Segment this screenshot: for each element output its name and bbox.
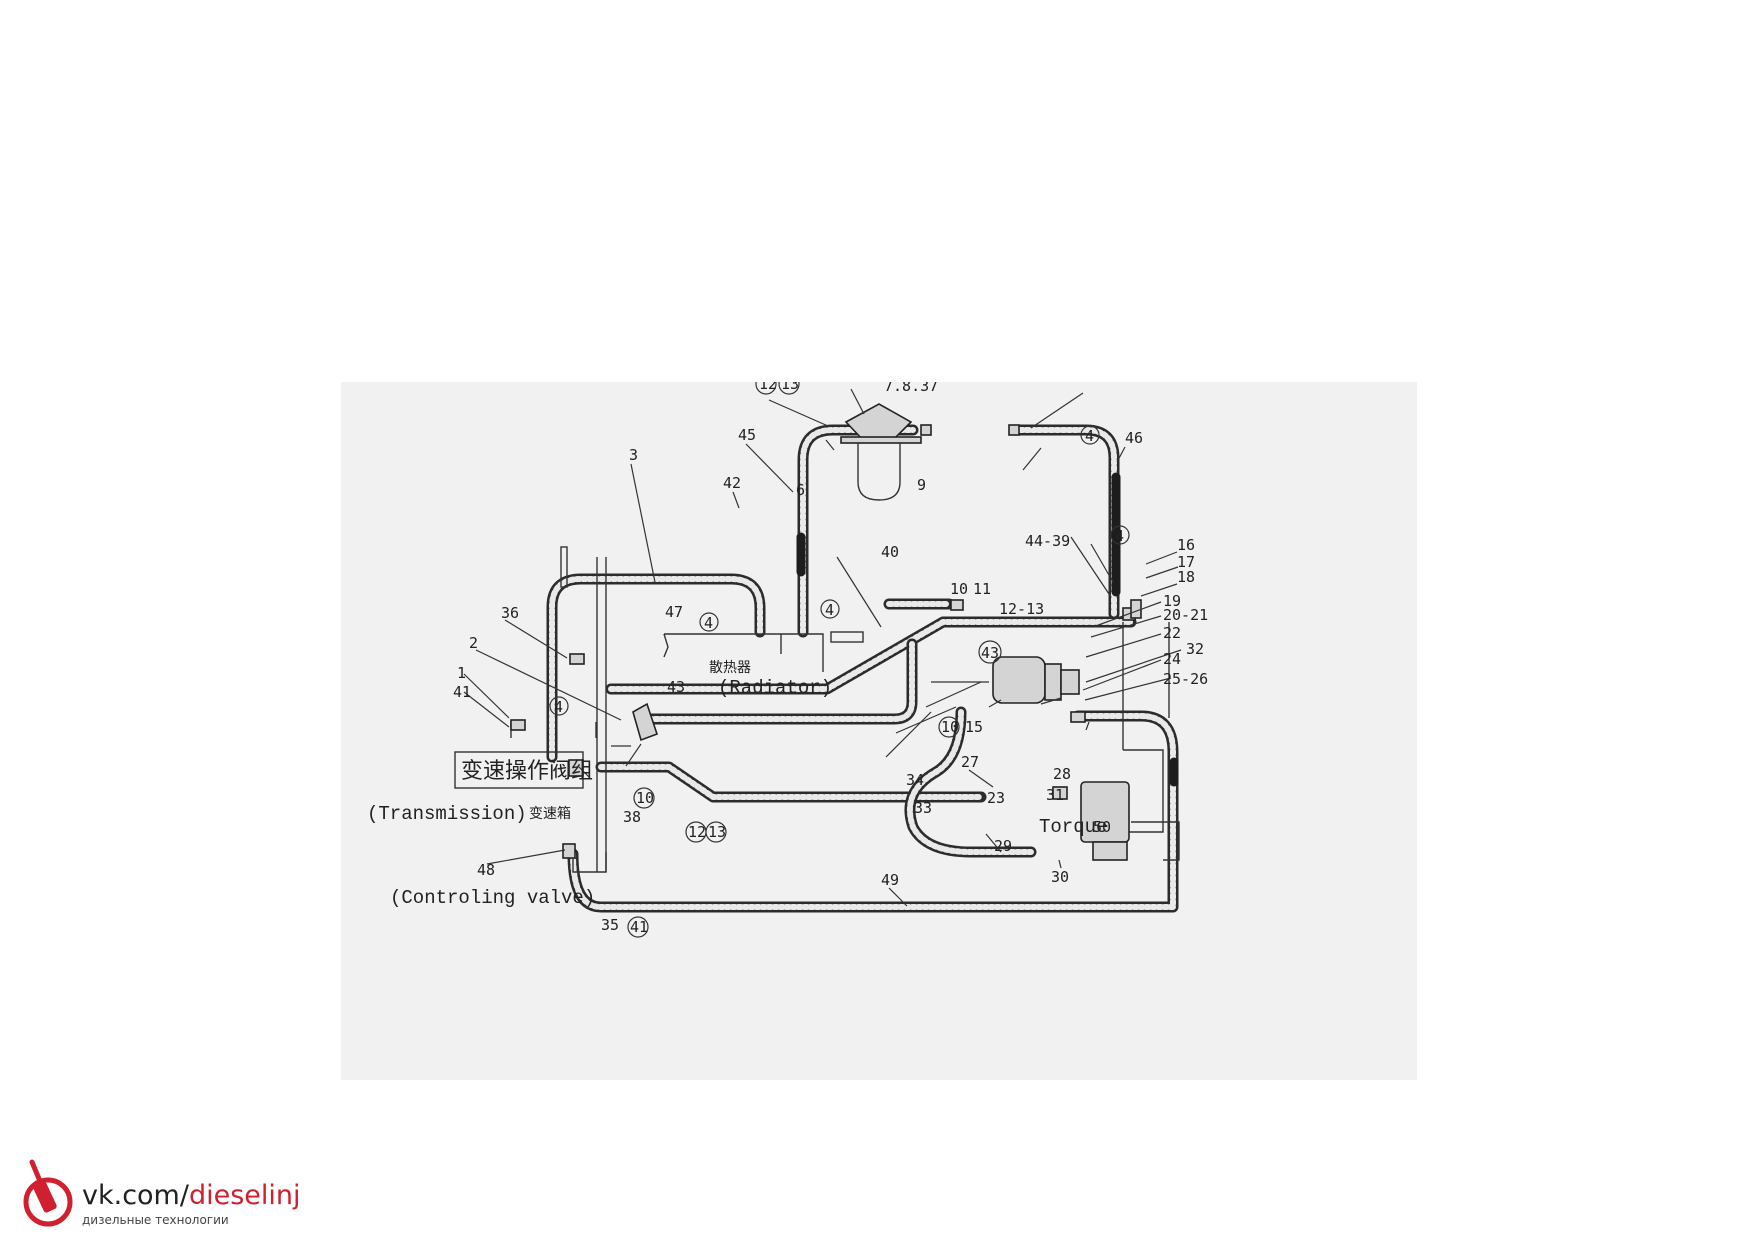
circled-13-mid: 13	[705, 821, 727, 843]
circled-10-b: 10	[633, 787, 655, 809]
part-46: 46	[1125, 429, 1143, 447]
pump-assembly	[830, 631, 1080, 704]
transmission-cn-label: 变速箱	[529, 806, 571, 822]
circled-4-c: 4	[820, 599, 840, 619]
circled-10-label: 10	[941, 718, 959, 736]
torque-label: Torque	[1039, 816, 1107, 838]
control-valve-en-label: (Controling valve)	[390, 887, 595, 909]
watermark-url[interactable]: vk.com/dieselinj	[82, 1182, 301, 1209]
dieselinj-logo-icon	[23, 1159, 73, 1227]
filter-assembly	[825, 403, 922, 501]
part-29: 29	[994, 837, 1012, 855]
watermark-accent: dieselinj	[188, 1180, 301, 1211]
circled-10-b-label: 10	[636, 789, 654, 807]
circled-4-c-label: 4	[825, 601, 834, 619]
part-17: 17	[1177, 553, 1195, 571]
radiator-outline	[663, 633, 824, 672]
watermark-subtitle: дизельные технологии	[82, 1213, 229, 1227]
pipe-47	[605, 616, 1137, 695]
part-35: 35	[601, 916, 619, 934]
part-45: 45	[738, 426, 756, 444]
part-40: 40	[881, 543, 899, 561]
part-43: 43	[667, 678, 685, 696]
circled-13-top: 13	[778, 382, 800, 395]
part-18: 18	[1177, 568, 1195, 586]
circled-12-top: 12	[755, 382, 777, 395]
part-48: 48	[477, 861, 495, 879]
radiator-cn-label: 散热器	[709, 660, 751, 676]
circled-4-d-label: 4	[1115, 527, 1124, 545]
part-50: 50	[1093, 818, 1111, 836]
part-30: 30	[1051, 868, 1069, 886]
circled-10: 10	[938, 716, 960, 738]
part-16: 16	[1177, 536, 1195, 554]
circled-4-a: 4	[1080, 425, 1100, 445]
part-22: 22	[1163, 624, 1181, 642]
circled-41: 41	[627, 916, 649, 938]
circled-13-mid-label: 13	[708, 823, 726, 841]
pipe-3	[546, 573, 766, 763]
circled-13-label: 13	[781, 382, 799, 393]
part-42: 42	[723, 474, 741, 492]
pipe-45-46	[796, 424, 1121, 638]
part-44-39: 44-39	[1025, 532, 1070, 550]
part-15: 15	[965, 718, 983, 736]
part-28: 28	[1053, 765, 1071, 783]
circled-4-a-label: 4	[1085, 427, 1094, 445]
circled-4-d: 4	[1110, 525, 1130, 545]
part-20-21: 20-21	[1163, 606, 1208, 624]
circled-43: 43	[978, 640, 1002, 664]
circled-4-e-label: 4	[554, 698, 563, 716]
part-41: 41	[453, 683, 471, 701]
hydraulic-schematic-scan: 12 13 4 4 4 4 4 43 10 10 12 13	[341, 382, 1417, 1080]
circled-12-mid: 12	[685, 821, 707, 843]
part-1: 1	[457, 664, 466, 682]
part-number-labels: 3 45 42 4 7.8.37 46 6 9 40 44-39 16 17 1…	[453, 382, 1208, 934]
control-valve-cn-label: 变速操作阀组	[461, 759, 593, 784]
part-2: 2	[469, 634, 478, 652]
transmission-label: (Transmission)	[367, 803, 527, 825]
leader-lines	[463, 388, 1182, 907]
part-6: 6	[796, 481, 805, 499]
circled-12-label: 12	[759, 382, 777, 393]
part-9: 9	[917, 476, 926, 494]
circled-43-label: 43	[981, 644, 999, 662]
pipe-27-29	[904, 706, 1037, 858]
part-33: 33	[914, 799, 932, 817]
watermark-prefix: vk.com/	[82, 1180, 189, 1211]
circled-41-label: 41	[630, 918, 648, 936]
circled-12-mid-label: 12	[688, 823, 706, 841]
part-38: 38	[623, 808, 641, 826]
circled-4-b: 4	[699, 612, 719, 632]
part-12-13: 12-13	[999, 600, 1044, 618]
part-31: 31	[1046, 786, 1064, 804]
part-7-8-37: 7.8.37	[884, 382, 938, 395]
pipe-38	[595, 761, 987, 803]
part-36: 36	[501, 604, 519, 622]
part-47: 47	[665, 603, 683, 621]
part-23: 23	[987, 789, 1005, 807]
radiator-en-label: (Radiator)	[718, 677, 832, 699]
fittings	[510, 424, 1142, 861]
torque-converter-housing	[1080, 622, 1180, 861]
part-19: 19	[1163, 592, 1181, 610]
part-25-26: 25-26	[1163, 670, 1208, 688]
part-11: 11	[973, 580, 991, 598]
pipe-43	[643, 638, 918, 725]
part-10: 10	[950, 580, 968, 598]
part-49: 49	[881, 871, 899, 889]
part-32: 32	[1186, 640, 1204, 658]
circled-4-e: 4	[549, 696, 569, 716]
part-24: 24	[1163, 650, 1181, 668]
hydraulic-diagram: 12 13 4 4 4 4 4 43 10 10 12 13	[367, 382, 1208, 938]
part-34: 34	[906, 771, 924, 789]
part-3: 3	[629, 446, 638, 464]
part-27: 27	[961, 753, 979, 771]
circled-4-b-label: 4	[704, 614, 713, 632]
pipe-49	[567, 710, 1179, 913]
